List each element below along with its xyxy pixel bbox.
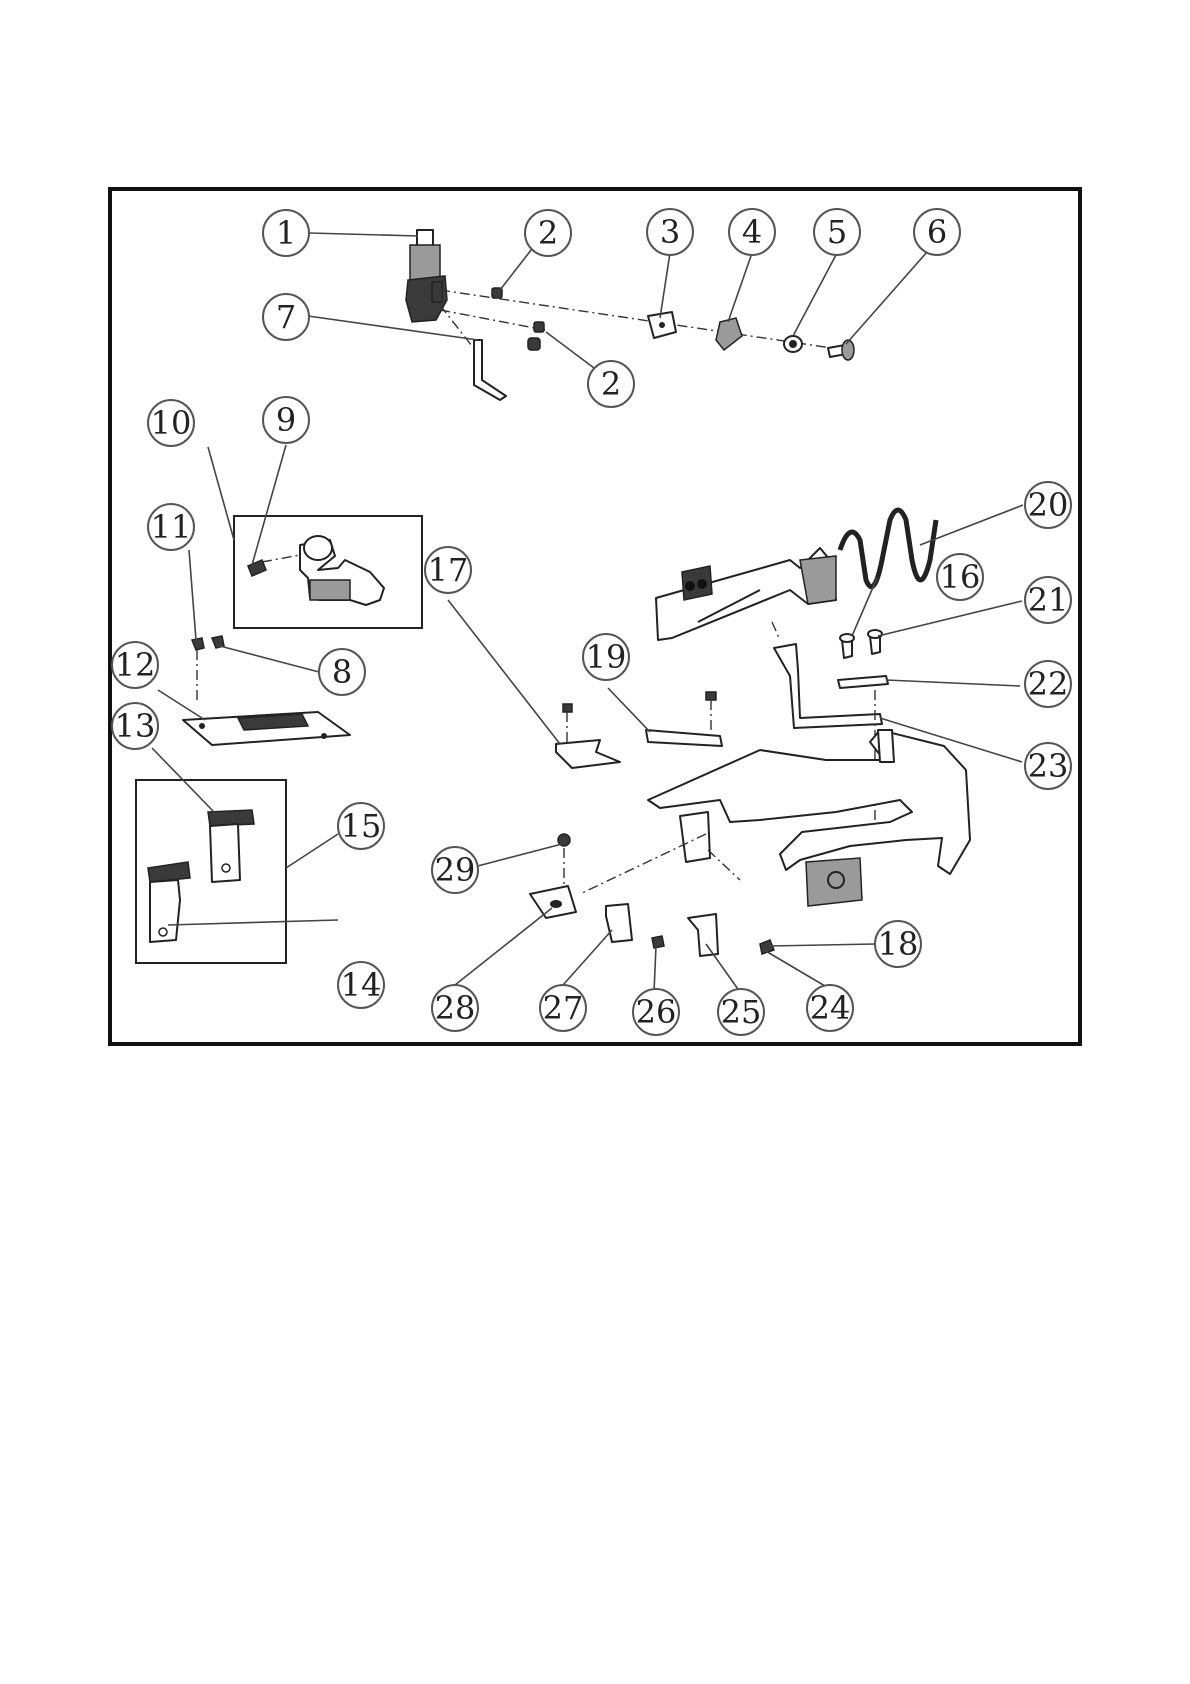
svg-text:8: 8 <box>332 653 352 691</box>
callout-2-bottom: 2 <box>588 361 634 407</box>
svg-text:18: 18 <box>878 925 919 963</box>
callout-19: 19 <box>583 634 629 680</box>
svg-text:26: 26 <box>636 993 677 1031</box>
svg-text:22: 22 <box>1028 665 1069 703</box>
callout-3: 3 <box>647 209 693 255</box>
callout-6: 6 <box>914 209 960 255</box>
svg-text:24: 24 <box>810 989 851 1027</box>
callout-22: 22 <box>1025 661 1071 707</box>
callout-24: 24 <box>807 985 853 1031</box>
callout-28: 28 <box>432 985 478 1031</box>
callout-21: 21 <box>1025 577 1071 623</box>
callout-23: 23 <box>1025 743 1071 789</box>
callout-20: 20 <box>1025 482 1071 528</box>
svg-text:17: 17 <box>428 551 469 589</box>
svg-text:16: 16 <box>940 558 981 596</box>
callout-1: 1 <box>263 210 309 256</box>
svg-text:29: 29 <box>435 851 476 889</box>
callout-17: 17 <box>425 547 471 593</box>
svg-text:11: 11 <box>151 508 192 546</box>
callout-7: 7 <box>263 294 309 340</box>
callout-14: 14 <box>338 962 384 1008</box>
svg-text:1: 1 <box>276 214 296 252</box>
callout-4: 4 <box>729 209 775 255</box>
svg-text:5: 5 <box>827 213 847 251</box>
callout-9: 9 <box>263 397 309 443</box>
callout-8: 8 <box>319 649 365 695</box>
callout-12: 12 <box>112 642 158 688</box>
callout-18: 18 <box>875 921 921 967</box>
callout-5: 5 <box>814 209 860 255</box>
svg-text:12: 12 <box>115 646 156 684</box>
svg-text:3: 3 <box>660 213 680 251</box>
svg-text:23: 23 <box>1028 747 1069 785</box>
svg-text:28: 28 <box>435 989 476 1027</box>
callout-25: 25 <box>718 989 764 1035</box>
svg-text:21: 21 <box>1028 581 1069 619</box>
svg-text:6: 6 <box>927 213 947 251</box>
callout-15: 15 <box>338 803 384 849</box>
svg-text:14: 14 <box>341 966 382 1004</box>
callout-13: 13 <box>112 703 158 749</box>
callout-10: 10 <box>148 400 194 446</box>
callout-2-top: 2 <box>525 210 571 256</box>
svg-text:2: 2 <box>538 214 558 252</box>
diagram-frame <box>110 189 1080 1044</box>
callout-16: 16 <box>937 554 983 600</box>
svg-text:15: 15 <box>341 807 382 845</box>
svg-text:2: 2 <box>601 365 621 403</box>
callout-29: 29 <box>432 847 478 893</box>
svg-text:4: 4 <box>742 213 762 251</box>
callout-11: 11 <box>148 504 194 550</box>
svg-text:25: 25 <box>721 993 762 1031</box>
callout-27: 27 <box>540 985 586 1031</box>
svg-text:27: 27 <box>543 989 584 1027</box>
svg-text:7: 7 <box>276 298 296 336</box>
svg-text:19: 19 <box>586 638 627 676</box>
svg-text:20: 20 <box>1028 486 1069 524</box>
svg-text:9: 9 <box>276 401 296 439</box>
svg-text:10: 10 <box>151 404 192 442</box>
callout-26: 26 <box>633 989 679 1035</box>
svg-text:13: 13 <box>115 707 156 745</box>
